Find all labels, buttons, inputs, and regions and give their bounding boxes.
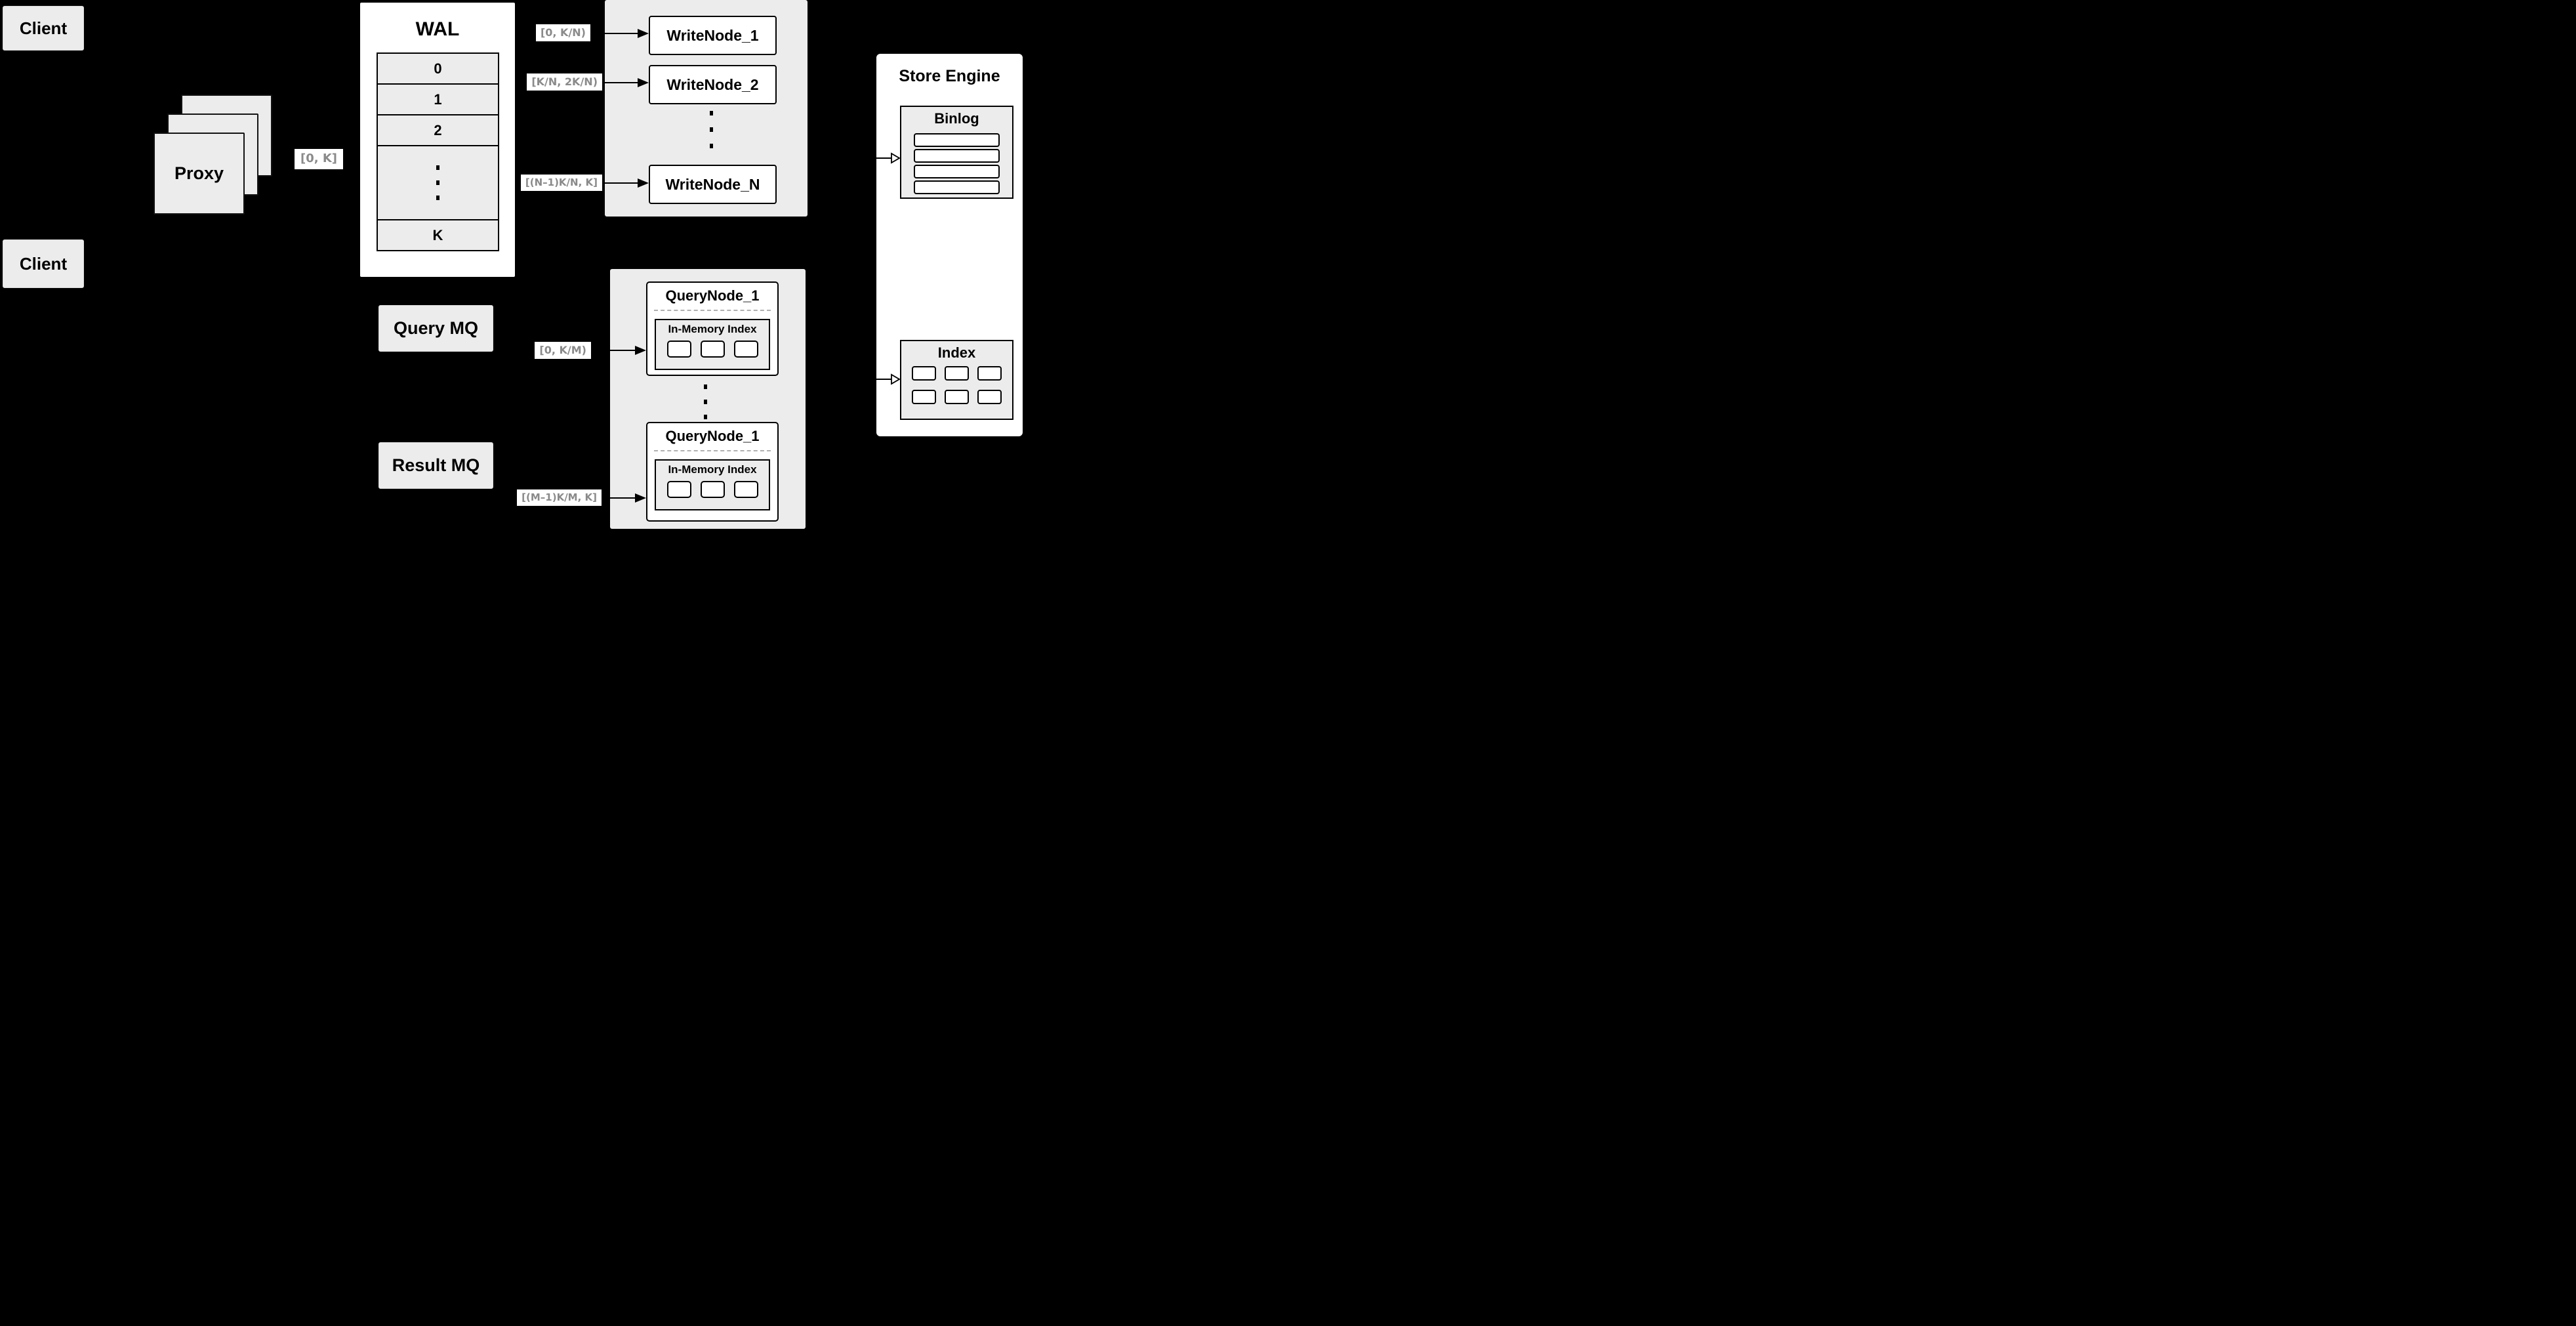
query-node-1: QueryNode_1 In-Memory Index (646, 281, 779, 376)
vertical-ellipsis-icon (704, 379, 707, 425)
in-memory-index-box: In-Memory Index (655, 459, 770, 510)
index-cell-row (901, 390, 1012, 404)
index-box: Index (900, 340, 1013, 420)
dashed-separator (654, 450, 771, 451)
proxy-label: Proxy (174, 163, 224, 183)
index-cell (912, 390, 936, 404)
wal-ellipsis-cell (378, 146, 498, 220)
in-memory-index-title: In-Memory Index (668, 323, 757, 335)
in-memory-index-cells (656, 481, 769, 498)
index-segment-cell (700, 341, 725, 358)
proxy-node: Proxy (153, 133, 245, 215)
index-cell (912, 366, 936, 381)
index-title: Index (937, 344, 976, 361)
in-memory-index-title: In-Memory Index (668, 463, 757, 476)
range-label-proxy-out: [0, K] (295, 149, 344, 169)
query-node-title: QueryNode_1 (665, 287, 760, 304)
wal-segment: K (432, 226, 443, 243)
arrow-to-querynode-m (602, 493, 646, 503)
range-label-query-m: [(M–1)K/M, K] (517, 489, 602, 506)
index-cell (977, 390, 1002, 404)
query-node-m: QueryNode_1 In-Memory Index (646, 422, 779, 522)
result-mq-node: Result MQ (378, 442, 493, 489)
write-node-label: WriteNode_2 (666, 75, 759, 93)
index-cell (945, 390, 969, 404)
vertical-ellipsis-icon (436, 160, 440, 205)
dashed-separator (654, 310, 771, 311)
binlog-row (914, 165, 1000, 178)
arrow-to-writenode-1 (590, 29, 649, 38)
index-cell (945, 366, 969, 381)
wal-segment: 1 (378, 85, 498, 115)
wal-segment-table: 0 1 2 K (377, 52, 499, 251)
binlog-row (914, 149, 1000, 163)
in-memory-index-cells (656, 341, 769, 358)
client-node-bottom: Client (3, 239, 84, 288)
arrow-to-querynode-1 (591, 346, 646, 355)
range-label-write-1: [0, K/N) (535, 24, 590, 41)
query-mq-label: Query MQ (393, 318, 479, 338)
store-engine-box: Store Engine Binlog Index (875, 52, 1024, 438)
index-segment-cell (700, 481, 725, 498)
store-engine-title: Store Engine (899, 67, 1000, 85)
wal-segment: 0 (378, 54, 498, 85)
architecture-diagram: Client Client Proxy [0, K] WAL 0 1 2 K [… (0, 0, 1031, 530)
range-label-write-n: [(N–1)K/N, K] (520, 175, 602, 191)
query-mq-node: Query MQ (378, 305, 493, 352)
vertical-ellipsis-icon (710, 105, 713, 154)
binlog-title: Binlog (934, 110, 979, 127)
in-memory-index-box: In-Memory Index (655, 319, 770, 370)
write-node-n: WriteNode_N (649, 165, 777, 204)
query-node-title: QueryNode_1 (665, 428, 760, 444)
result-mq-label: Result MQ (392, 455, 480, 475)
index-segment-cell (666, 481, 691, 498)
binlog-row (914, 133, 1000, 147)
arrow-to-writenode-n (602, 178, 649, 188)
binlog-row (914, 180, 1000, 194)
arrow-to-binlog (875, 152, 901, 164)
client-label: Client (19, 253, 68, 274)
binlog-rows (914, 133, 1000, 194)
write-node-label: WriteNode_N (665, 175, 760, 193)
arrow-to-writenode-2 (602, 78, 649, 87)
write-node-2: WriteNode_2 (649, 65, 777, 104)
wal-title: WAL (415, 18, 460, 40)
arrow-to-index (875, 373, 901, 385)
index-cell-row (901, 366, 1012, 381)
index-segment-cell (733, 481, 758, 498)
client-node-top: Client (3, 6, 84, 51)
binlog-box: Binlog (900, 106, 1013, 199)
index-segment-cell (733, 341, 758, 358)
range-label-write-2: [K/N, 2K/N) (527, 73, 602, 91)
index-segment-cell (666, 341, 691, 358)
index-cell (977, 366, 1002, 381)
range-label-query-1: [0, K/M) (535, 342, 591, 359)
wal-segment: 2 (378, 115, 498, 146)
write-node-label: WriteNode_1 (666, 26, 759, 44)
client-label: Client (19, 18, 68, 38)
write-node-1: WriteNode_1 (649, 16, 777, 55)
